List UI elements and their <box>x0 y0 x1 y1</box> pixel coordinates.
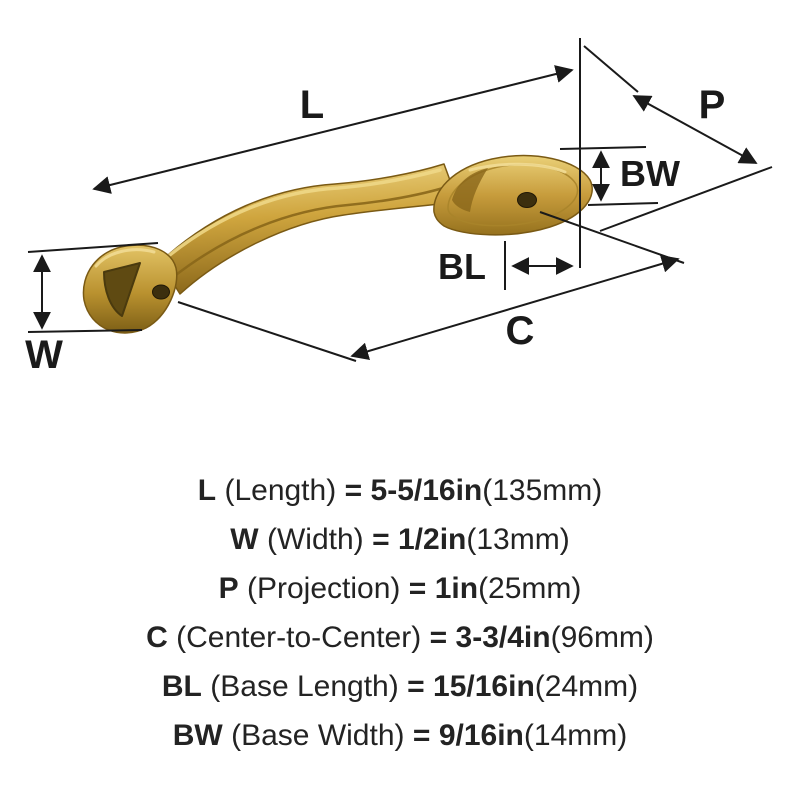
spec-metric: (24mm) <box>534 670 639 703</box>
spec-equals: = <box>344 474 363 507</box>
spec-metric: (96mm) <box>550 621 654 654</box>
spec-equals: = <box>412 719 431 752</box>
spec-equals: = <box>408 572 427 605</box>
handle-left-base-highlight <box>94 248 156 268</box>
spec-code: BW <box>172 719 223 752</box>
spec-metric: (25mm) <box>478 572 582 605</box>
dimension-specs: L (Length) = 5-5/16in (135mm) W (Width) … <box>0 466 800 760</box>
extension-line-p-lower <box>599 166 773 232</box>
spec-row-center-to-center: C (Center-to-Center) = 3-3/4in (96mm) <box>0 613 800 662</box>
spec-metric: (13mm) <box>466 523 570 556</box>
spec-equals: = <box>429 621 448 654</box>
spec-code: C <box>146 621 168 654</box>
spec-label: (Projection) <box>247 572 401 605</box>
spec-label: (Width) <box>267 523 364 556</box>
extension-line-w-bottom <box>27 329 143 333</box>
label-length: L <box>300 83 324 127</box>
spec-imperial: 1in <box>434 572 479 605</box>
handle-left-base-recess <box>103 262 141 317</box>
dimension-arrow-center-to-center <box>350 254 680 361</box>
dimension-drawing: L P BW BL C W <box>25 38 773 377</box>
label-width: W <box>25 333 63 377</box>
label-base-length: BL <box>438 246 486 287</box>
spec-imperial: 5-5/16in <box>370 474 483 507</box>
dimension-lines <box>27 38 773 362</box>
label-projection: P <box>699 83 726 127</box>
spec-label: (Base Width) <box>231 719 405 752</box>
spec-imperial: 15/16in <box>433 670 535 703</box>
spec-imperial: 1/2in <box>397 523 467 556</box>
left-screw-hole <box>152 284 170 300</box>
spec-row-projection: P (Projection) = 1in (25mm) <box>0 564 800 613</box>
label-center-to-center: C <box>506 309 535 353</box>
spec-code: P <box>218 572 239 605</box>
dimension-arrow-length <box>92 65 574 194</box>
extension-line-c-left <box>177 301 357 362</box>
spec-equals: = <box>407 670 425 703</box>
spec-row-base-width: BW (Base Width) = 9/16in (14mm) <box>0 711 800 760</box>
spec-equals: = <box>372 523 390 556</box>
extension-line-bw-top <box>559 146 647 150</box>
spec-imperial: 9/16in <box>438 719 524 752</box>
spec-metric: (14mm) <box>523 719 628 752</box>
spec-label: (Length) <box>224 474 337 507</box>
spec-code: L <box>197 474 217 507</box>
extension-line-c-right <box>539 211 685 264</box>
label-base-width: BW <box>620 153 680 194</box>
dimension-arrow-projection <box>632 95 758 164</box>
spec-metric: (135mm) <box>482 474 603 507</box>
extension-line-bw-bottom <box>587 202 659 206</box>
spec-label: (Base Length) <box>210 670 399 703</box>
spec-row-length: L (Length) = 5-5/16in (135mm) <box>0 466 800 515</box>
spec-code: W <box>230 523 259 556</box>
right-screw-hole <box>517 192 537 208</box>
spec-row-base-length: BL (Base Length) = 15/16in (24mm) <box>0 662 800 711</box>
spec-imperial: 3-3/4in <box>455 621 551 654</box>
extension-line-w-top <box>27 242 159 253</box>
spec-label: (Center-to-Center) <box>176 621 422 654</box>
spec-code: BL <box>161 670 202 703</box>
spec-row-width: W (Width) = 1/2in (13mm) <box>0 515 800 564</box>
extension-line-p-upper <box>583 45 639 93</box>
handle-body-crease <box>170 184 452 280</box>
